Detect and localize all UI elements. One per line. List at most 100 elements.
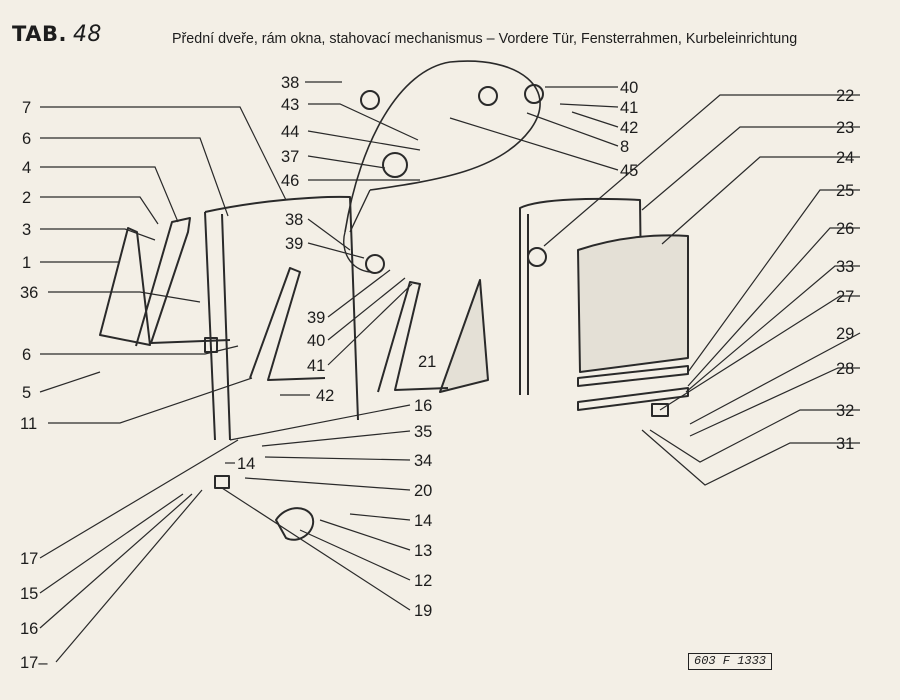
callout-label: 12 bbox=[414, 572, 432, 590]
callout-label: 29 bbox=[836, 325, 854, 343]
window-channel-11 bbox=[249, 267, 326, 381]
leader-32 bbox=[649, 409, 860, 463]
pulley-upper-3 bbox=[524, 84, 544, 104]
callout-label: 8 bbox=[620, 138, 629, 156]
leader-11 bbox=[48, 377, 253, 424]
leader-4 bbox=[40, 166, 179, 223]
callout-label: 15 bbox=[20, 585, 38, 603]
callout-label: 41 bbox=[620, 99, 638, 117]
pulley-lower-1 bbox=[365, 254, 385, 274]
callout-label: 42 bbox=[620, 119, 638, 137]
leader-19 bbox=[221, 487, 411, 611]
callout-label: 36 bbox=[20, 284, 38, 302]
leader-41b bbox=[327, 277, 406, 341]
callout-label: 21 bbox=[418, 353, 436, 371]
leader-17a bbox=[39, 439, 239, 559]
callout-label: 19 bbox=[414, 602, 432, 620]
leader-42a bbox=[526, 112, 619, 147]
window-glass bbox=[577, 234, 689, 373]
window-cable bbox=[344, 60, 541, 233]
callout-label: 35 bbox=[414, 423, 432, 441]
window-regulator bbox=[275, 507, 315, 541]
callout-label: 39 bbox=[285, 235, 303, 253]
callout-label: 7 bbox=[22, 99, 31, 117]
leader-26 bbox=[687, 227, 860, 387]
leader-35 bbox=[261, 430, 411, 447]
callout-label: 38 bbox=[285, 211, 303, 229]
callout-label: 5 bbox=[22, 384, 31, 402]
leader-27 bbox=[659, 295, 860, 411]
callout-label: 38 bbox=[281, 74, 299, 92]
glass-seal-upper bbox=[577, 365, 689, 387]
callout-label: 41 bbox=[307, 357, 325, 375]
callout-label: 6 bbox=[22, 130, 31, 148]
glass-seal-lower bbox=[577, 387, 689, 411]
callout-labels: 7 6 4 2 3 1 36 6 5 11 38 43 44 37 46 38 … bbox=[20, 74, 854, 672]
leader-42b bbox=[327, 283, 413, 366]
bracket-20 bbox=[214, 475, 230, 489]
leader-31 bbox=[641, 429, 860, 486]
callout-label: 28 bbox=[836, 360, 854, 378]
callout-label: 6 bbox=[22, 346, 31, 364]
leader-44 bbox=[307, 130, 421, 151]
window-cable-lower bbox=[343, 189, 371, 273]
leader-lines bbox=[39, 81, 861, 663]
door-frame-channel bbox=[204, 195, 359, 441]
tab-label: TAB.48 bbox=[12, 22, 102, 47]
leader-36 bbox=[48, 291, 201, 303]
leader-15 bbox=[39, 493, 184, 594]
callout-label: 32 bbox=[836, 402, 854, 420]
leader-43 bbox=[308, 103, 419, 141]
callout-label: 43 bbox=[281, 96, 299, 114]
tab-prefix: TAB. bbox=[12, 22, 67, 46]
leader-20 bbox=[244, 477, 411, 491]
callout-label: 4 bbox=[22, 159, 31, 177]
leader-23 bbox=[641, 126, 860, 211]
callout-label: 37 bbox=[281, 148, 299, 166]
callout-label: 33 bbox=[836, 258, 854, 276]
vent-glass bbox=[439, 279, 489, 393]
callout-label: 22 bbox=[836, 87, 854, 105]
callout-label: 3 bbox=[22, 221, 31, 239]
leader-3 bbox=[40, 228, 156, 241]
callout-label: 20 bbox=[414, 482, 432, 500]
leader-22 bbox=[543, 94, 860, 247]
leader-16b bbox=[39, 493, 193, 629]
callout-label: 17 bbox=[20, 550, 38, 568]
leader-33 bbox=[685, 265, 860, 393]
callout-label: 14 bbox=[414, 512, 432, 530]
callout-label: 34 bbox=[414, 452, 432, 470]
leader-14b bbox=[349, 513, 411, 521]
leader-37 bbox=[307, 155, 386, 169]
callout-label: 1 bbox=[22, 254, 31, 272]
pulley-upper-1 bbox=[360, 90, 380, 110]
leader-5 bbox=[39, 371, 101, 393]
leader-2 bbox=[40, 196, 159, 225]
bracket-29 bbox=[651, 403, 669, 417]
leader-6a bbox=[40, 137, 229, 217]
callout-label: 27 bbox=[836, 288, 854, 306]
drawing-number-stamp: 603 F 1333 bbox=[688, 653, 773, 670]
callout-label: 31 bbox=[836, 435, 854, 453]
callout-label: 16 bbox=[20, 620, 38, 638]
callout-label: 14 bbox=[237, 455, 255, 473]
callout-label: 45 bbox=[620, 162, 638, 180]
leader-38b bbox=[307, 218, 351, 251]
callout-label: 46 bbox=[281, 172, 299, 190]
callout-label: 40 bbox=[307, 332, 325, 350]
leader-6b bbox=[40, 345, 239, 355]
callout-label: 24 bbox=[836, 149, 854, 167]
callout-label: 13 bbox=[414, 542, 432, 560]
callout-label: 2 bbox=[22, 189, 31, 207]
callout-label: 25 bbox=[836, 182, 854, 200]
callout-label: 23 bbox=[836, 119, 854, 137]
leader-25 bbox=[687, 189, 860, 373]
leader-12 bbox=[299, 529, 411, 581]
diagram-caption: Přední dveře, rám okna, stahovací mechan… bbox=[172, 31, 798, 47]
leader-7 bbox=[40, 106, 287, 201]
callout-label: 44 bbox=[281, 123, 299, 141]
leader-13 bbox=[319, 519, 411, 551]
vent-frame-1 bbox=[99, 227, 151, 346]
leader-28 bbox=[689, 367, 860, 437]
